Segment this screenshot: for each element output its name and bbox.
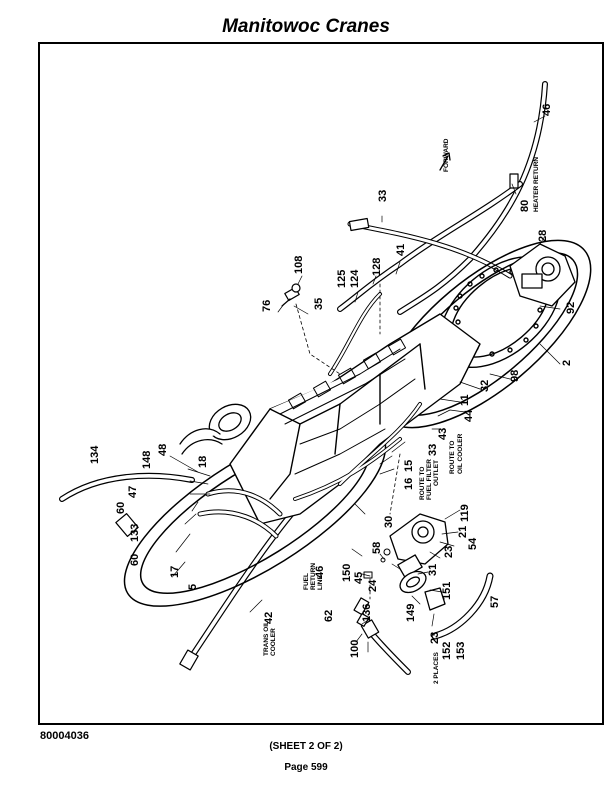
turbocharger [179, 403, 252, 455]
callout-28: 28 [537, 230, 549, 242]
callout-33-engine: 33 [427, 444, 439, 456]
callout-33-hose: 33 [377, 190, 389, 202]
fuel-return-note-1: FUEL [303, 573, 310, 590]
callout-15: 15 [403, 460, 415, 472]
callout-46-heater: 46 [541, 104, 553, 116]
callout-16: 16 [403, 478, 415, 490]
trans-oil-note-1: TRANS OIL [263, 621, 270, 656]
callout-11: 11 [459, 394, 471, 406]
callout-17: 17 [169, 566, 181, 578]
callout-62: 62 [323, 610, 335, 622]
fuel-return-note-3: LINE [317, 575, 324, 590]
callout-125: 125 [336, 270, 348, 288]
callout-124: 124 [349, 269, 361, 288]
route-fuel-filter-note-1: ROUTE TO [419, 467, 426, 500]
callout-119: 119 [459, 504, 471, 522]
forward-arrow [439, 152, 451, 171]
separator-bowl-149 [399, 570, 446, 611]
cylinder-head-detail [279, 338, 416, 475]
fitting-108-35 [281, 283, 301, 307]
document-number: 80004036 [40, 730, 89, 742]
callout-42: 42 [263, 612, 275, 624]
callout-134: 134 [89, 445, 101, 464]
callout-148: 148 [141, 451, 153, 469]
callout-98: 98 [509, 370, 521, 382]
callout-128: 128 [371, 258, 383, 276]
callout-60-lower: 60 [129, 554, 141, 566]
callout-80: 80 [519, 200, 531, 212]
leader-lines [169, 115, 561, 653]
heater-return-note: HEATER RETURN [533, 157, 540, 212]
page-number: Page 599 [284, 762, 328, 773]
route-oil-cooler-note-2: OIL COOLER [457, 433, 464, 474]
callout-76: 76 [261, 300, 273, 312]
callout-46-fuel: 46 [314, 566, 326, 578]
callout-149: 149 [405, 604, 417, 622]
callout-152: 152 [441, 642, 453, 660]
callout-45: 45 [353, 572, 365, 584]
callout-5: 5 [187, 584, 199, 590]
engine-block [229, 313, 481, 525]
callout-150: 150 [341, 564, 353, 582]
route-fuel-filter-note-3: OUTLET [433, 460, 440, 486]
routing-dashed-lines [295, 283, 401, 600]
callout-54: 54 [467, 537, 479, 550]
callout-92: 92 [565, 302, 577, 314]
callout-108: 108 [293, 256, 305, 274]
hose-fittings [115, 173, 519, 671]
callout-100: 100 [349, 640, 361, 658]
callout-136: 136 [361, 604, 373, 622]
callout-41: 41 [395, 244, 407, 256]
fitting-136 [353, 597, 370, 627]
callout-151: 151 [441, 582, 453, 600]
callout-133: 133 [129, 524, 141, 542]
callout-23-upper: 23 [443, 546, 455, 558]
two-places-note: 2 PLACES [433, 652, 440, 684]
route-oil-cooler-note-1: ROUTE TO [449, 441, 456, 474]
trans-oil-note-2: COOLER [270, 628, 277, 656]
callout-47: 47 [127, 486, 139, 498]
callout-31: 31 [427, 564, 439, 576]
callout-labels: 46 80 28 33 41 128 124 125 108 76 35 92 … [89, 104, 577, 684]
callout-23-lower: 23 [429, 632, 441, 644]
starter-28 [509, 243, 576, 307]
callout-57: 57 [489, 596, 501, 608]
callout-21: 21 [457, 526, 469, 538]
diagram-frame: 46 80 28 33 41 128 124 125 108 76 35 92 … [38, 42, 604, 725]
callout-32: 32 [479, 380, 491, 392]
callout-48: 48 [157, 444, 169, 456]
forward-note: FORWARD [443, 138, 450, 172]
fuel-filter-assembly [389, 513, 449, 578]
callout-153: 153 [455, 642, 467, 660]
callout-60-upper: 60 [115, 502, 127, 514]
callout-58: 58 [371, 542, 383, 554]
callout-44: 44 [463, 409, 475, 422]
callout-18: 18 [197, 456, 209, 468]
callout-30: 30 [383, 516, 395, 528]
callout-43: 43 [437, 428, 449, 440]
page-header-title: Manitowoc Cranes [222, 16, 390, 37]
engine-assembly-diagram: 46 80 28 33 41 128 124 125 108 76 35 92 … [59, 81, 592, 684]
fuel-return-note-2: RETURN [310, 563, 317, 590]
route-fuel-filter-note-2: FUEL FILTER [426, 459, 433, 500]
callout-2: 2 [561, 360, 573, 366]
callout-24: 24 [367, 579, 379, 592]
sheet-indicator: (SHEET 2 OF 2) [269, 741, 343, 752]
callout-35: 35 [313, 298, 325, 310]
